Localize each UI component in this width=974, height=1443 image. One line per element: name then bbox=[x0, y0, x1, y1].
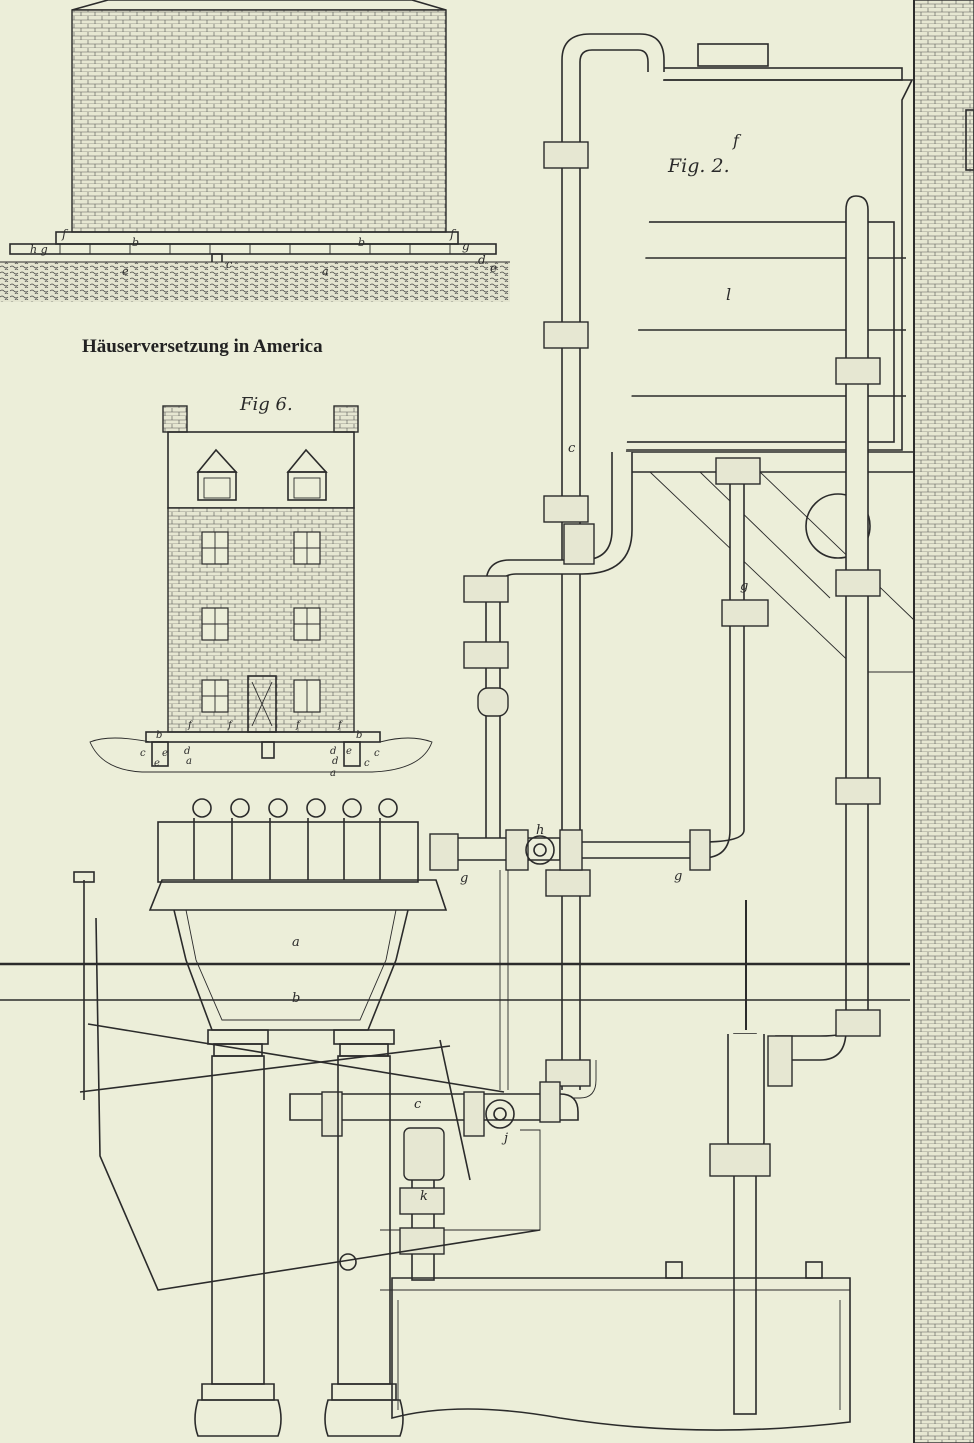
label-e: e bbox=[490, 261, 497, 275]
label-a: a bbox=[322, 265, 329, 278]
fig2-labels: c g h g g a b c j k bbox=[292, 441, 748, 1204]
fig6-caption: Fig 6. bbox=[239, 394, 293, 415]
label-j: j bbox=[501, 1131, 508, 1146]
label-g: g bbox=[674, 869, 682, 884]
label-c: c bbox=[568, 441, 576, 456]
label-f: f bbox=[187, 720, 194, 731]
fig6-labels: b f f f f b c e d a d e c d a c e bbox=[140, 720, 380, 779]
label-d: d bbox=[332, 756, 338, 767]
label-g: g bbox=[462, 239, 470, 253]
label-a: a bbox=[292, 935, 300, 950]
label-d: d bbox=[478, 253, 486, 267]
tank-label-f: f bbox=[732, 131, 742, 150]
label-b: b bbox=[356, 730, 362, 741]
label-d: d bbox=[330, 746, 336, 757]
fig2-flanges bbox=[321, 141, 881, 1255]
label-e: e bbox=[154, 758, 160, 769]
fig-top-labels: f b b f h g c a e g d e bbox=[30, 227, 497, 278]
label-g: g bbox=[740, 579, 748, 594]
label-f: f bbox=[61, 227, 69, 241]
label-f: f bbox=[295, 720, 302, 731]
label-f: f bbox=[227, 720, 234, 731]
fig6-house bbox=[89, 405, 433, 773]
label-e: e bbox=[122, 265, 129, 278]
label-c: c bbox=[374, 748, 380, 759]
fig2-reservoir bbox=[380, 1261, 851, 1431]
label-d: d bbox=[184, 746, 190, 757]
label-c: c bbox=[140, 748, 146, 759]
label-g: g bbox=[460, 871, 468, 886]
label-k: k bbox=[420, 1189, 428, 1204]
label-l: l bbox=[726, 285, 731, 304]
label-b: b bbox=[358, 236, 365, 249]
fig-top-building bbox=[0, 0, 510, 302]
label-f: f bbox=[449, 227, 457, 241]
right-brick-wall bbox=[913, 0, 974, 1443]
label-a: a bbox=[330, 768, 336, 779]
plate-title: Häuserversetzung in America bbox=[82, 336, 323, 357]
label-c: c bbox=[414, 1097, 422, 1112]
fig2-furnace bbox=[0, 798, 910, 1437]
fig2-pipes bbox=[289, 33, 869, 1415]
label-h: h bbox=[536, 823, 544, 838]
label-c: c bbox=[364, 758, 370, 769]
label-e: e bbox=[346, 746, 352, 757]
label-e: e bbox=[162, 748, 168, 759]
label-f: f bbox=[337, 720, 344, 731]
label-hg: h g bbox=[30, 243, 48, 256]
label-b: b bbox=[292, 991, 300, 1006]
label-a: a bbox=[186, 756, 192, 767]
fig2-caption: Fig. 2. bbox=[667, 155, 730, 177]
label-b: b bbox=[156, 730, 162, 741]
label-b: b bbox=[132, 236, 139, 249]
fig2-valves bbox=[485, 835, 555, 1129]
label-c: c bbox=[226, 258, 232, 271]
